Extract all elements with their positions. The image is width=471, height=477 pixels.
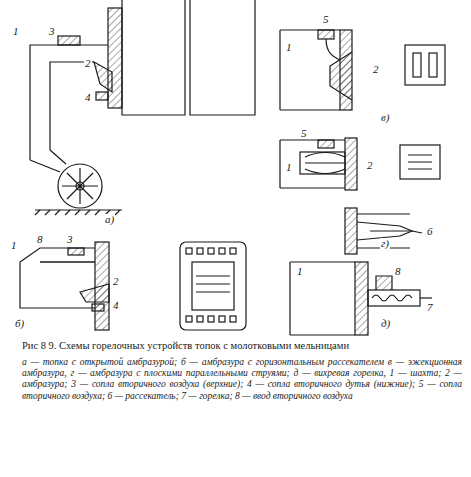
- callout-number: 3: [66, 234, 74, 245]
- figure-letter: а): [104, 214, 115, 225]
- callout-number: 5: [322, 14, 330, 25]
- callout-number: 2: [366, 160, 374, 171]
- callout-number: 2: [372, 64, 380, 75]
- callout-number: 6: [426, 226, 434, 237]
- callout-number: 1: [12, 26, 20, 37]
- callout-number: 2: [112, 276, 120, 287]
- nozzle-square: [219, 248, 225, 254]
- callout-number: 5: [300, 128, 308, 139]
- nozzle-square: [230, 248, 236, 254]
- nozzle-square: [197, 248, 203, 254]
- nozzle-square: [186, 248, 192, 254]
- nozzle-square: [230, 316, 236, 322]
- callout-number: 8: [394, 266, 402, 277]
- callout-number: 2: [84, 58, 92, 69]
- nozzle-square: [208, 316, 214, 322]
- figure-caption: Рис 8 9. Схемы горелочных устройств топо…: [22, 340, 462, 353]
- figure-letter: в): [380, 112, 390, 123]
- callout-number: 3: [48, 26, 56, 37]
- figure-letter: д): [380, 318, 391, 329]
- callout-number: 1: [296, 266, 304, 277]
- caption-legend-text: а — топка с открытой амбразурой; б — амб…: [22, 357, 462, 403]
- callout-number: 4: [112, 300, 120, 311]
- nozzle-square: [219, 316, 225, 322]
- callout-number: 1: [285, 162, 293, 173]
- callout-number: 1: [285, 42, 293, 53]
- figure-letter: б): [14, 318, 25, 329]
- nozzle-square: [197, 316, 203, 322]
- callout-number: 1: [10, 240, 18, 251]
- callout-number: 4: [84, 92, 92, 103]
- nozzle-square: [186, 316, 192, 322]
- callout-number: 8: [36, 234, 44, 245]
- nozzle-square: [208, 248, 214, 254]
- figure-letter: г): [380, 238, 390, 249]
- callout-number: 7: [426, 302, 434, 313]
